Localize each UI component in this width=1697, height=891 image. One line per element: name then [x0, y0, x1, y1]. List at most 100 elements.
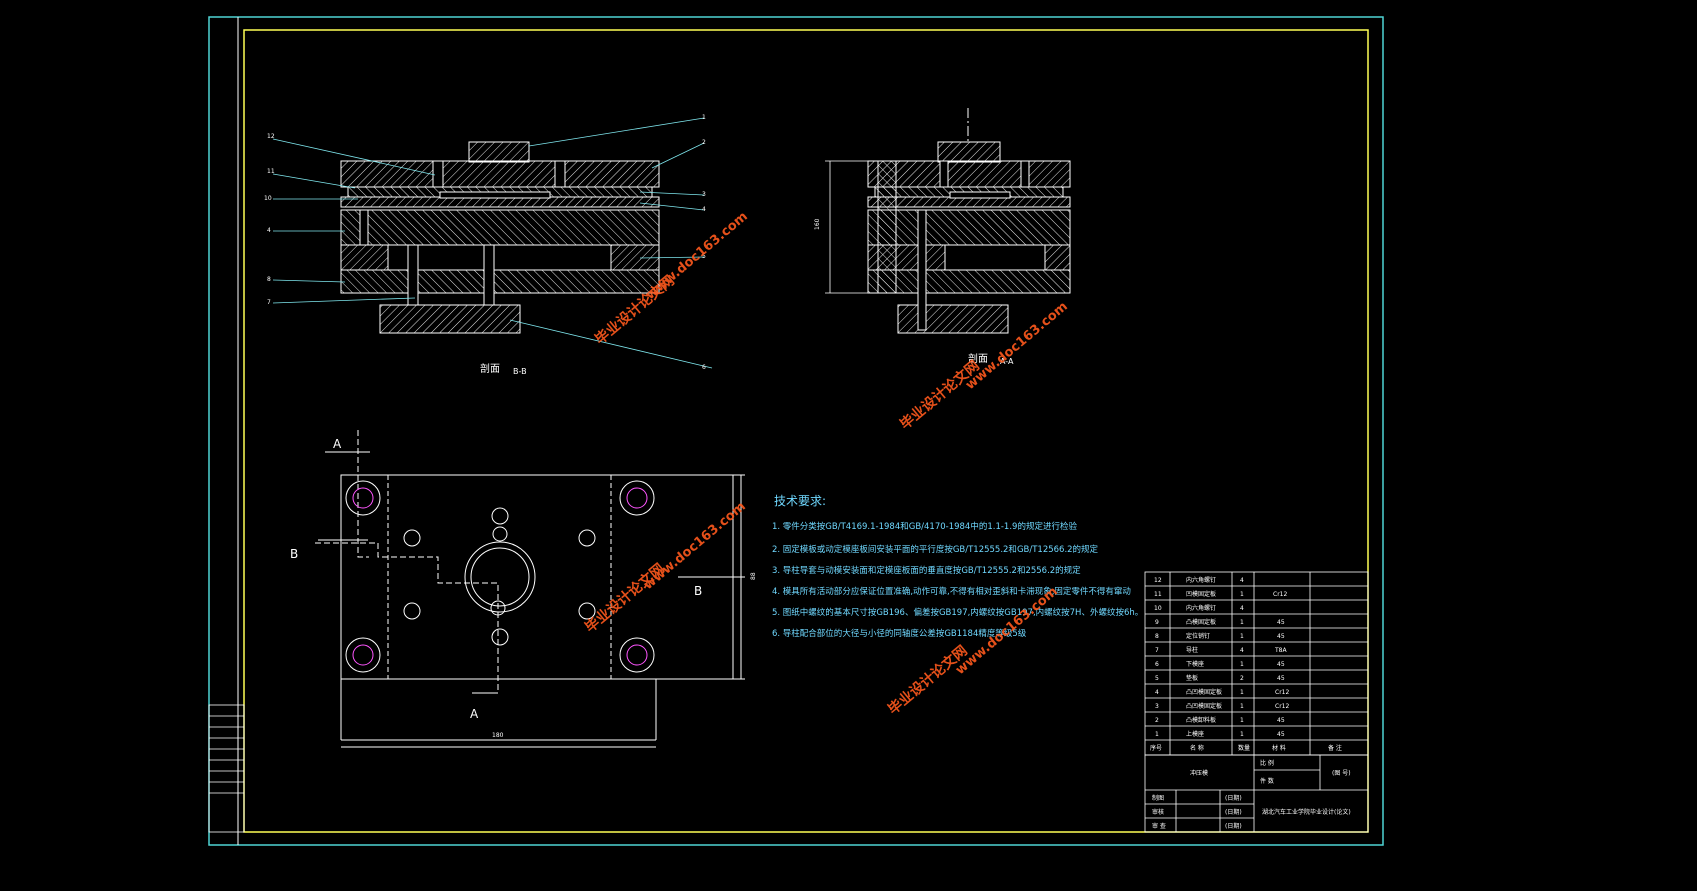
svg-text:下模座: 下模座: [1186, 660, 1204, 668]
section-letter-a-top: A: [333, 437, 342, 451]
part-label-12: 12: [267, 133, 275, 140]
aa-height-dimension: [825, 160, 868, 294]
svg-text:凸凹模固定板: 凸凹模固定板: [1186, 702, 1222, 710]
guide-post-holes: [345, 480, 655, 673]
svg-text:备 注: 备 注: [1328, 744, 1342, 752]
aa-height-dim-text: 160: [814, 218, 821, 230]
part-label-7: 7: [267, 299, 271, 306]
backing-plate-left: [340, 244, 389, 271]
plan-outline: [340, 474, 734, 680]
part-label-8: 8: [267, 276, 271, 283]
part-label-4r: 4: [702, 206, 706, 213]
approve-date: (日期): [1225, 822, 1242, 830]
svg-text:1: 1: [1240, 689, 1244, 696]
plan-height-dim-text: 88: [750, 572, 757, 580]
aa-lower-plate: [867, 269, 1071, 294]
svg-text:数量: 数量: [1238, 744, 1250, 752]
svg-text:3: 3: [1155, 703, 1159, 710]
part-label-11: 11: [267, 168, 275, 175]
section-bb-view: 1 2 3 4 5 6 12 11 10 4 8 7 剖面 B-B: [264, 114, 713, 376]
title-block: [1144, 754, 1369, 833]
svg-text:6: 6: [1155, 661, 1159, 668]
section-path-b: [315, 542, 499, 693]
section-letter-b-right: B: [694, 584, 702, 598]
svg-text:4: 4: [1240, 647, 1244, 654]
bom-header-row: 序号名 称数量材 料备 注: [1150, 744, 1342, 752]
svg-text:7: 7: [1155, 647, 1159, 654]
plan-width-dim-text: 180: [492, 732, 504, 739]
punch-plate: [340, 209, 660, 246]
svg-text:1: 1: [1240, 731, 1244, 738]
sheet-label: (图 号): [1332, 770, 1351, 777]
svg-text:45: 45: [1277, 731, 1285, 738]
inner-frame: [243, 29, 1369, 833]
svg-text:45: 45: [1277, 619, 1285, 626]
svg-text:2: 2: [1240, 675, 1244, 682]
aa-punch-head: [937, 141, 1001, 163]
svg-text:凹模固定板: 凹模固定板: [1186, 590, 1216, 598]
svg-text:垫板: 垫板: [1186, 674, 1198, 682]
svg-text:1: 1: [1240, 591, 1244, 598]
svg-text:上模座: 上模座: [1186, 730, 1204, 738]
watermark-cn-4: 毕业设计论文网: [885, 642, 971, 718]
section-letter-a-bottom: A: [470, 707, 479, 721]
svg-text:5: 5: [1155, 675, 1159, 682]
svg-text:Cr12: Cr12: [1275, 689, 1289, 696]
svg-text:1: 1: [1240, 619, 1244, 626]
svg-text:9: 9: [1155, 619, 1159, 626]
aa-punch-plate: [867, 209, 1071, 246]
svg-text:4: 4: [1240, 605, 1244, 612]
aa-upper-seat: [867, 160, 1071, 188]
school-name: 湖北汽车工业学院毕业设计(论文): [1262, 808, 1351, 816]
svg-text:1: 1: [1240, 633, 1244, 640]
part-label-6: 6: [702, 364, 706, 371]
technical-requirements: 技术要求: 1. 零件分类按GB/T4169.1-1984和GB/4170-19…: [772, 494, 1143, 639]
svg-text:45: 45: [1277, 633, 1285, 640]
section-letter-b-left: B: [290, 547, 298, 561]
svg-text:45: 45: [1277, 717, 1285, 724]
svg-text:11: 11: [1154, 591, 1162, 598]
svg-text:T8A: T8A: [1274, 647, 1287, 654]
tech-req-item-6: 6. 导柱配合部位的大径与小径的同轴度公差按GB1184精度等级5级: [772, 628, 1027, 639]
svg-text:名 称: 名 称: [1190, 744, 1204, 752]
svg-text:材 料: 材 料: [1272, 744, 1286, 752]
section-aa-caption: 剖面: [968, 352, 988, 365]
part-label-5: 5: [702, 253, 706, 260]
svg-text:内六角螺钉: 内六角螺钉: [1186, 576, 1216, 584]
svg-text:4: 4: [1155, 689, 1159, 696]
svg-text:4: 4: [1240, 577, 1244, 584]
section-bb-caption: 剖面: [480, 362, 500, 375]
svg-text:1: 1: [1240, 661, 1244, 668]
lower-plate: [340, 269, 660, 294]
drawing-name: 冲压模: [1190, 769, 1208, 777]
tech-req-item-2: 2. 固定模板或动定模座板间安装平面的平行度按GB/T12555.2和GB/T1…: [772, 544, 1099, 555]
svg-text:Cr12: Cr12: [1273, 591, 1287, 598]
upper-die-seat: [340, 160, 660, 188]
tech-req-item-5: 5. 图纸中螺纹的基本尺寸按GB196、偏差按GB197,内螺纹按GB197,内…: [772, 607, 1143, 618]
svg-text:8: 8: [1155, 633, 1159, 640]
svg-text:凸模卸料板: 凸模卸料板: [1186, 716, 1216, 724]
svg-text:1: 1: [1155, 731, 1159, 738]
part-label-3: 3: [702, 191, 706, 198]
section-aa-code: A-A: [1000, 357, 1014, 366]
bom-row: 1 上模座 1 45: [1155, 730, 1285, 738]
approve-label: 审 查: [1152, 822, 1166, 830]
punch-head: [468, 141, 530, 163]
part-label-1: 1: [702, 114, 706, 121]
binding-stamp-grid: [208, 704, 245, 833]
plan-view: [315, 430, 745, 748]
section-aa-view: 160 剖面 A-A: [814, 108, 1071, 366]
svg-text:10: 10: [1154, 605, 1162, 612]
center-bore: [464, 541, 536, 613]
tech-req-item-3: 3. 导柱导套与动模安装面和定模座板面的垂直度按GB/T12555.2和2556…: [772, 565, 1081, 576]
